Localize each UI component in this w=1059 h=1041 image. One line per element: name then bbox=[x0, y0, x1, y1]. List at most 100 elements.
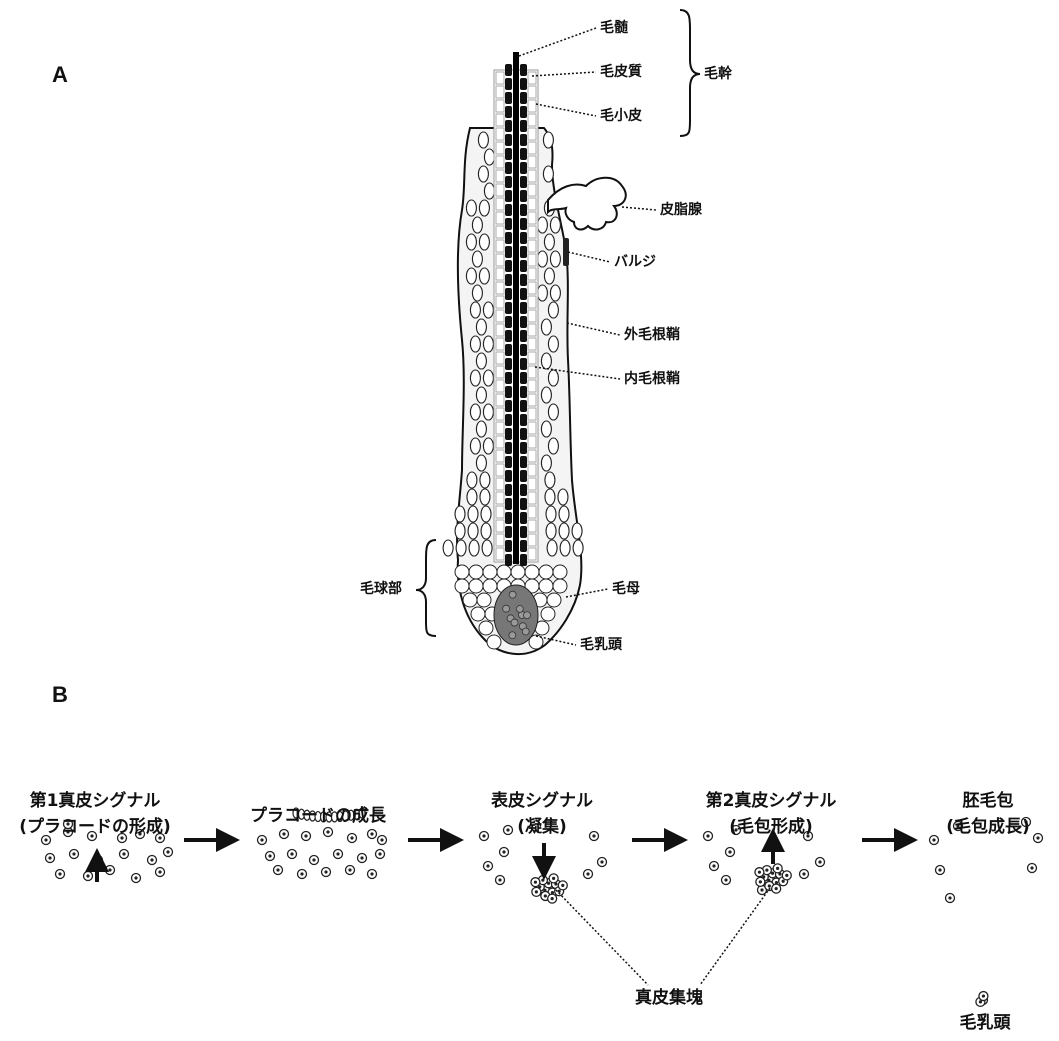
cuticle-cell bbox=[496, 114, 504, 126]
sheath-cell bbox=[545, 489, 555, 505]
cuticle-cell bbox=[496, 170, 504, 182]
sheath-cell bbox=[470, 438, 480, 454]
dermal-cell bbox=[70, 850, 79, 859]
dermal-cell bbox=[496, 876, 505, 885]
cortex-cell bbox=[505, 386, 512, 398]
cortex-cell bbox=[520, 428, 527, 440]
dermal-cell bbox=[726, 848, 735, 857]
sheath-cell bbox=[559, 506, 569, 522]
label-dermal-papilla: 毛乳頭 bbox=[580, 638, 622, 652]
dermal-cell bbox=[484, 862, 493, 871]
dermal-cell-nucleus bbox=[782, 880, 785, 883]
dermal-cell-nucleus bbox=[370, 872, 373, 875]
dermal-cell-nucleus bbox=[600, 860, 603, 863]
cuticle-cell bbox=[528, 436, 536, 448]
dermal-cell bbox=[378, 836, 387, 845]
stage-title-2: プラコードの成長 bbox=[228, 803, 408, 829]
dermal-cell-nucleus bbox=[360, 856, 363, 859]
sheath-cell bbox=[537, 285, 547, 301]
cuticle-cell bbox=[528, 464, 536, 476]
sheath-cell bbox=[476, 421, 486, 437]
papilla-cell bbox=[511, 619, 518, 626]
dermal-cell bbox=[346, 866, 355, 875]
sheath-cell bbox=[559, 523, 569, 539]
cortex-cell bbox=[520, 120, 527, 132]
cortex-cell bbox=[520, 288, 527, 300]
sheath-cell bbox=[483, 438, 493, 454]
dermal-cell bbox=[376, 850, 385, 859]
signal-arrows bbox=[97, 840, 773, 882]
bulb-cell bbox=[487, 635, 501, 649]
dermal-cell-nucleus bbox=[150, 858, 153, 861]
cuticle-cell bbox=[496, 422, 504, 434]
dermal-cell-nucleus bbox=[502, 850, 505, 853]
dermal-cell-nucleus bbox=[326, 830, 329, 833]
cortex-cell bbox=[520, 176, 527, 188]
sheath-cell bbox=[537, 217, 547, 233]
bulb-cell bbox=[553, 565, 567, 579]
dermal-cell bbox=[56, 870, 65, 879]
sheath-cell bbox=[481, 523, 491, 539]
dermal-cell bbox=[710, 862, 719, 871]
hair-medulla-shape bbox=[513, 52, 519, 564]
cuticle-cell bbox=[528, 268, 536, 280]
sheath-cell bbox=[546, 523, 556, 539]
sheath-cell bbox=[543, 132, 553, 148]
bulb-cell bbox=[463, 593, 477, 607]
sheath-cell bbox=[443, 540, 453, 556]
dermal-cell-nucleus bbox=[336, 852, 339, 855]
sheath-cell bbox=[546, 506, 556, 522]
cortex-cell bbox=[520, 190, 527, 202]
sheath-cell bbox=[470, 404, 480, 420]
cortex-cell bbox=[520, 456, 527, 468]
dermal-cell bbox=[274, 866, 283, 875]
cortex-cell bbox=[520, 442, 527, 454]
cuticle-cell bbox=[528, 534, 536, 546]
sheath-cell bbox=[470, 302, 480, 318]
dermal-cell bbox=[322, 868, 331, 877]
dermal-cell bbox=[756, 877, 765, 886]
bulb-cell bbox=[539, 565, 553, 579]
dermal-cell bbox=[164, 848, 173, 857]
cuticle-cell bbox=[528, 282, 536, 294]
cortex-cell bbox=[520, 64, 527, 76]
stage-title-line2: (プラコードの形成) bbox=[0, 814, 190, 840]
cortex-cell bbox=[505, 260, 512, 272]
dermal-cell bbox=[348, 834, 357, 843]
dermal-cell-nucleus bbox=[728, 850, 731, 853]
sheath-cell bbox=[484, 149, 494, 165]
cuticle-cell bbox=[496, 394, 504, 406]
cortex-cell bbox=[505, 428, 512, 440]
cortex-cell bbox=[520, 134, 527, 146]
dermal-cell bbox=[368, 830, 377, 839]
papilla-cell bbox=[516, 605, 523, 612]
cortex-cell bbox=[520, 372, 527, 384]
sheath-cell bbox=[547, 540, 557, 556]
bulb-cell bbox=[511, 565, 525, 579]
sheath-cell bbox=[479, 200, 489, 216]
cortex-cell bbox=[520, 400, 527, 412]
bulb-cell bbox=[483, 579, 497, 593]
cortex-cell bbox=[505, 498, 512, 510]
cuticle-cell bbox=[496, 142, 504, 154]
label-dermal-condensate: 真皮集塊 bbox=[614, 985, 724, 1011]
cuticle-cell bbox=[496, 226, 504, 238]
cortex-cell bbox=[505, 316, 512, 328]
papilla-cell bbox=[509, 591, 516, 598]
dermal-cell bbox=[106, 866, 115, 875]
cuticle-cell bbox=[528, 114, 536, 126]
cuticle-cell bbox=[496, 520, 504, 532]
dermal-cell bbox=[531, 878, 540, 887]
cuticle-cell bbox=[496, 86, 504, 98]
cortex-cell bbox=[520, 554, 527, 566]
cuticle-cell bbox=[496, 464, 504, 476]
cuticle-cell bbox=[528, 142, 536, 154]
sheath-cell bbox=[470, 336, 480, 352]
cortex-cell bbox=[505, 106, 512, 118]
cuticle-cell bbox=[528, 548, 536, 560]
dermal-cell bbox=[584, 870, 593, 879]
cortex-cell bbox=[520, 526, 527, 538]
label-bulge: バルジ bbox=[614, 255, 656, 269]
dermal-cell-nucleus bbox=[312, 858, 315, 861]
dermal-cell bbox=[816, 858, 825, 867]
